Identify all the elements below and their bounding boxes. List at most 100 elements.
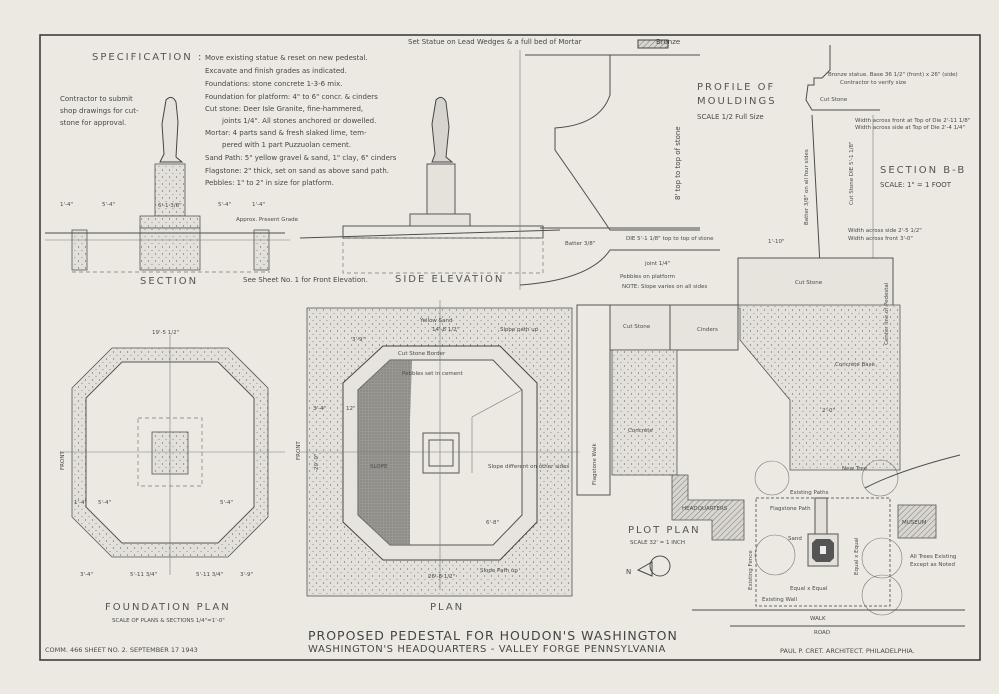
joint-label: joint 1/4" [644,261,670,267]
north-label: N [626,568,631,576]
spec-line: pered with 1 part Puzzuolan cement. [222,141,351,149]
batter-label: Batter 3/8" [565,241,595,247]
title-block: PROPOSED PEDESTAL FOR HOUDON'S WASHINGTO… [45,628,915,655]
section-title: SECTION [140,276,198,287]
width-note: Width across side at Top of Die 2'-4 1/4… [855,125,965,131]
section-bb-drawing: Bronze statue. Base 36 1/2" (front) x 26… [768,45,970,266]
pebbles-cement-label: Pebbles set in cement [402,371,464,377]
grade-label: Approx. Present Grade [236,217,299,223]
drawing-title: PROPOSED PEDESTAL FOR HOUDON'S WASHINGTO… [308,628,678,643]
dimension: 1'-4" [252,202,265,208]
dimension: 14'-8 1/2" [432,327,459,333]
spec-line: Sand Path: 5" yellow gravel & sand, 1" c… [205,154,397,162]
bronze-label: Bronze [656,38,680,46]
top-note: Set Statue on Lead Wedges & a full bed o… [408,38,582,46]
dimension: 2'-0" [822,408,835,414]
moulding-profile [554,55,700,231]
specification-heading: SPECIFICATION : [92,52,203,63]
existing-paths-label: Existing Paths [790,490,829,496]
profile-title: MOULDINGS [697,96,777,107]
equal-dimension: Equal x Equal [854,537,860,575]
pedestal-die [154,163,186,217]
foundation-plan-title: FOUNDATION PLAN [105,602,231,613]
sheet-info: COMM. 466 SHEET NO. 2. SEPTEMBER 17 1943 [45,646,198,654]
spec-line: Pebbles: 1" to 2" in size for platform. [205,179,334,187]
height-dimension: 8' top to top of stone [674,126,682,200]
existing-fence-label: Existing Fence [748,550,754,590]
spec-line: Excavate and finish grades as indicated. [205,67,347,75]
sheet-border [39,34,981,661]
dimension: 6'-1 3/8" [158,203,182,209]
section-bb-scale: SCALE: 1" = 1 FOOT [880,181,952,189]
dimension: 1'-10" [768,239,785,245]
dimension: 12" [346,406,356,412]
headquarters-building [671,474,745,541]
spec-line: Flagstone: 2" thick, set on sand as abov… [205,167,389,175]
trees-note: Except as Noted [910,562,955,568]
architect-credit: PAUL P. CRET. ARCHITECT. PHILADELPHIA. [780,647,915,655]
dimension: 19'-5 1/2" [152,330,179,336]
profile-title: PROFILE OF [697,82,775,93]
width-note: Width across front 3'-0" [848,236,913,242]
foundation-section-detail: Cut Stone Cut Stone Cinders Concrete Bas… [576,257,901,496]
walk-label: WALK [810,616,826,622]
concrete-label: Concrete [628,428,653,434]
dimension: 6'-8" [486,520,499,526]
spec-line: Foundation for platform: 4" to 6" concr.… [205,93,378,101]
new-tree-label: New Tree [842,466,868,472]
front-label: FRONT [60,451,66,470]
verify-note: Contractor to verify size [840,80,907,86]
plan-title: PLAN [430,602,464,613]
profile-scale: SCALE 1/2 Full Size [697,113,764,121]
section-drawing: 1'-4" 5'-4" 6'-1 3/8" 5'-4" 1'-4" Approx… [45,96,368,287]
dimension: 5'-11 3/4" [130,572,157,578]
statue-figure [431,96,454,163]
headquarters-label: HEADQUARTERS [682,506,728,512]
equal-dimension: Equal x Equal [790,586,828,592]
die-label: Cut Stone DIE 5'-1 1/8" [849,141,855,205]
die-dimension: DIE 5'-1 1/8" top to top of stone [626,236,714,242]
north-arrow-icon: N [626,555,671,577]
dimension: 5'-11 3/4" [196,572,223,578]
slope-varies-note: NOTE: Slope varies on all sides [622,284,707,290]
museum-label: MUSEUM [902,520,927,526]
spec-line: Mortar: 4 parts sand & fresh slaked lime… [205,129,367,137]
trees-note: All Trees Existing [910,554,956,560]
side-elevation-title: SIDE ELEVATION [395,274,504,285]
cut-stone-label: Cut Stone [820,97,848,103]
statue-figure [159,96,184,163]
slope-label: SLOPE [370,464,388,470]
front-label: FRONT [296,441,302,460]
cinders-label: Cinders [697,327,718,333]
flagstone-path-label: Flagstone Path [770,506,811,512]
road-label: ROAD [814,630,830,636]
yellow-sand-label: Yellow Sand [419,318,453,324]
plot-plan-title: PLOT PLAN [628,525,701,536]
pebbles-platform-note: Pebbles on platform [620,274,675,280]
slope-note: Slope different on other sides [488,464,569,470]
foundation-scale: SCALE OF PLANS & SECTIONS 1/4"=1'-0" [112,618,225,624]
dimension: 26'-8 1/2" [428,574,455,580]
foundation-plan-drawing: 19'-5 1/2" 5'-4" 5'-4" 1'-4" 5'-11 3/4" … [60,330,285,624]
cut-stone-label: Cut Stone [623,324,651,330]
spec-line: Move existing statue & reset on new pede… [205,54,368,62]
cut-stone-border-label: Cut Stone Border [398,351,446,357]
sand-label: Sand [788,536,802,542]
slope-up-note: Slope Path up [480,568,518,574]
dimension: 3'-4" [80,572,93,578]
center-line-label: Center line of Pedestal [884,282,890,345]
dimension: 1'-4" [60,202,73,208]
contractor-note: stone for approval. [60,119,126,127]
batter-note: Batter 3/8" on all four sides [804,149,810,225]
dimension: 1'-4" [74,500,87,506]
width-note: Width across front at Top of Die 2'-11 1… [855,118,970,124]
cut-stone-label: Cut Stone [795,280,823,286]
concrete-base-label: Concrete Base [835,362,876,368]
contractor-note: Contractor to submit [60,95,133,103]
dimension: 5'-4" [98,500,111,506]
side-elevation-drawing: SIDE ELEVATION [299,96,561,285]
slope-up-note: Slope path up [500,327,539,333]
spec-line: joints 1/4". All stones anchored or dowe… [221,117,376,125]
see-sheet-note: See Sheet No. 1 for Front Elevation. [243,276,368,284]
